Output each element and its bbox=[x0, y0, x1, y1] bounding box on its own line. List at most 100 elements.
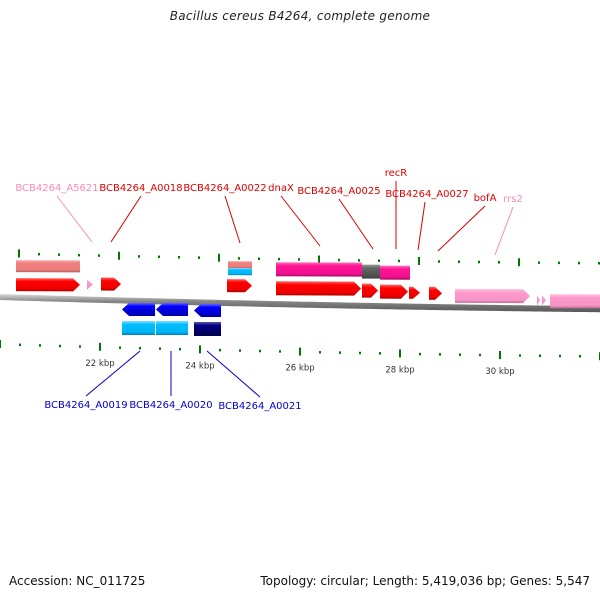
inner-minor-tick bbox=[559, 354, 561, 358]
label-leaders bbox=[56, 181, 514, 398]
inner-major-tick bbox=[199, 345, 201, 354]
feature-label-bofa: bofA bbox=[474, 193, 497, 204]
feature-label-dnax: dnaX bbox=[268, 183, 294, 194]
outer-minor-tick bbox=[578, 261, 580, 265]
gene-arrow-forward bbox=[409, 286, 420, 299]
feature-label-bcb4264-a0022: BCB4264_A0022 bbox=[183, 183, 266, 194]
outer-minor-tick bbox=[238, 257, 240, 260]
gene-arrow-reverse bbox=[156, 303, 188, 316]
rrna-block bbox=[550, 294, 600, 309]
inner-minor-tick bbox=[419, 352, 421, 356]
feature-label-rrs2: rrs2 bbox=[503, 194, 523, 205]
scale-label: 24 kbp bbox=[185, 361, 214, 371]
inner-minor-tick bbox=[379, 352, 381, 355]
genome-summary: Topology: circular; Length: 5,419,036 bp… bbox=[260, 574, 590, 588]
outer-major-tick bbox=[18, 249, 20, 258]
outer-major-tick bbox=[218, 253, 220, 262]
outer-minor-tick bbox=[58, 253, 60, 256]
leader-line bbox=[56, 195, 93, 243]
inner-major-tick bbox=[399, 349, 401, 358]
misc-feature-block bbox=[276, 262, 362, 277]
inner-minor-tick bbox=[159, 347, 161, 350]
leader-line bbox=[437, 205, 486, 252]
inner-minor-tick bbox=[579, 354, 581, 358]
cds-block bbox=[16, 260, 80, 273]
leader-line bbox=[110, 195, 142, 243]
outer-minor-tick bbox=[498, 260, 500, 264]
outer-minor-tick bbox=[458, 260, 460, 264]
outer-minor-tick bbox=[538, 261, 540, 264]
inner-major-tick bbox=[499, 351, 501, 359]
outer-minor-tick bbox=[378, 259, 380, 262]
misc-feature-block bbox=[380, 265, 410, 280]
outer-minor-tick bbox=[598, 261, 600, 265]
outer-major-tick bbox=[318, 255, 320, 264]
inner-minor-tick bbox=[319, 350, 321, 354]
inner-minor-tick bbox=[239, 349, 241, 352]
inner-minor-tick bbox=[339, 351, 341, 354]
inner-minor-tick bbox=[79, 345, 81, 348]
outer-minor-tick bbox=[78, 253, 80, 257]
outer-minor-tick bbox=[338, 258, 340, 262]
outer-major-tick bbox=[418, 257, 420, 266]
inner-minor-tick bbox=[539, 354, 541, 358]
feature-tracks bbox=[16, 260, 600, 336]
inner-minor-tick bbox=[359, 351, 361, 355]
feature-label-recr: recR bbox=[385, 168, 408, 179]
inner-minor-tick bbox=[439, 353, 441, 356]
inner-minor-tick bbox=[139, 346, 141, 350]
leader-line bbox=[224, 195, 241, 244]
outer-ruler bbox=[18, 249, 600, 267]
outer-minor-tick bbox=[278, 257, 280, 261]
outer-minor-tick bbox=[358, 259, 360, 262]
scale-label: 26 kbp bbox=[285, 364, 314, 374]
inner-minor-tick bbox=[479, 353, 481, 357]
outer-minor-tick bbox=[178, 255, 180, 259]
gene-arrow-forward bbox=[380, 284, 408, 299]
feature-label-bcb4264-a0027: BCB4264_A0027 bbox=[385, 189, 468, 200]
accession-text: Accession: NC_011725 bbox=[9, 574, 146, 588]
leader-line bbox=[206, 350, 261, 398]
gene-arrow-reverse bbox=[194, 304, 221, 317]
outer-major-tick bbox=[118, 251, 120, 260]
gene-arrow-forward bbox=[362, 283, 378, 298]
inner-minor-tick bbox=[119, 346, 121, 349]
inner-major-tick bbox=[299, 347, 301, 356]
inner-major-tick bbox=[0, 340, 1, 348]
inner-minor-tick bbox=[59, 344, 61, 348]
inner-ruler bbox=[0, 340, 600, 361]
leader-line bbox=[280, 195, 321, 247]
outer-minor-tick bbox=[438, 260, 440, 263]
cds-block-reverse-dark bbox=[194, 322, 221, 336]
gene-arrow-forward bbox=[276, 281, 361, 296]
outer-major-tick bbox=[518, 258, 520, 267]
map-title: Bacillus cereus B4264, complete genome bbox=[169, 9, 431, 23]
rrna-arrow bbox=[455, 288, 530, 304]
inner-minor-tick bbox=[179, 347, 181, 351]
gene-arrow-forward bbox=[16, 278, 80, 292]
scale-label: 28 kbp bbox=[385, 365, 414, 375]
cds-block-reverse bbox=[156, 321, 188, 335]
leader-line bbox=[85, 350, 141, 397]
cds-block bbox=[228, 261, 252, 269]
feature-label-bcb4264-a0021: BCB4264_A0021 bbox=[218, 401, 301, 412]
outer-minor-tick bbox=[198, 256, 200, 259]
leader-line bbox=[494, 206, 514, 256]
gene-arrow-forward bbox=[227, 279, 252, 293]
outer-minor-tick bbox=[98, 254, 100, 257]
genome-backbone bbox=[0, 294, 600, 313]
outer-minor-tick bbox=[258, 257, 260, 261]
inner-minor-tick bbox=[519, 354, 521, 357]
gene-arrow-reverse bbox=[122, 303, 155, 316]
feature-label-bcb4264-a5621: BCB4264_A5621 bbox=[15, 183, 98, 194]
feature-label-bcb4264-a0020: BCB4264_A0020 bbox=[129, 400, 212, 411]
outer-minor-tick bbox=[398, 259, 400, 263]
inner-minor-tick bbox=[279, 350, 281, 353]
leader-line bbox=[417, 201, 426, 251]
feature-label-bcb4264-a0019: BCB4264_A0019 bbox=[44, 400, 127, 411]
inner-minor-tick bbox=[259, 349, 261, 353]
cds-block-reverse bbox=[122, 321, 155, 335]
